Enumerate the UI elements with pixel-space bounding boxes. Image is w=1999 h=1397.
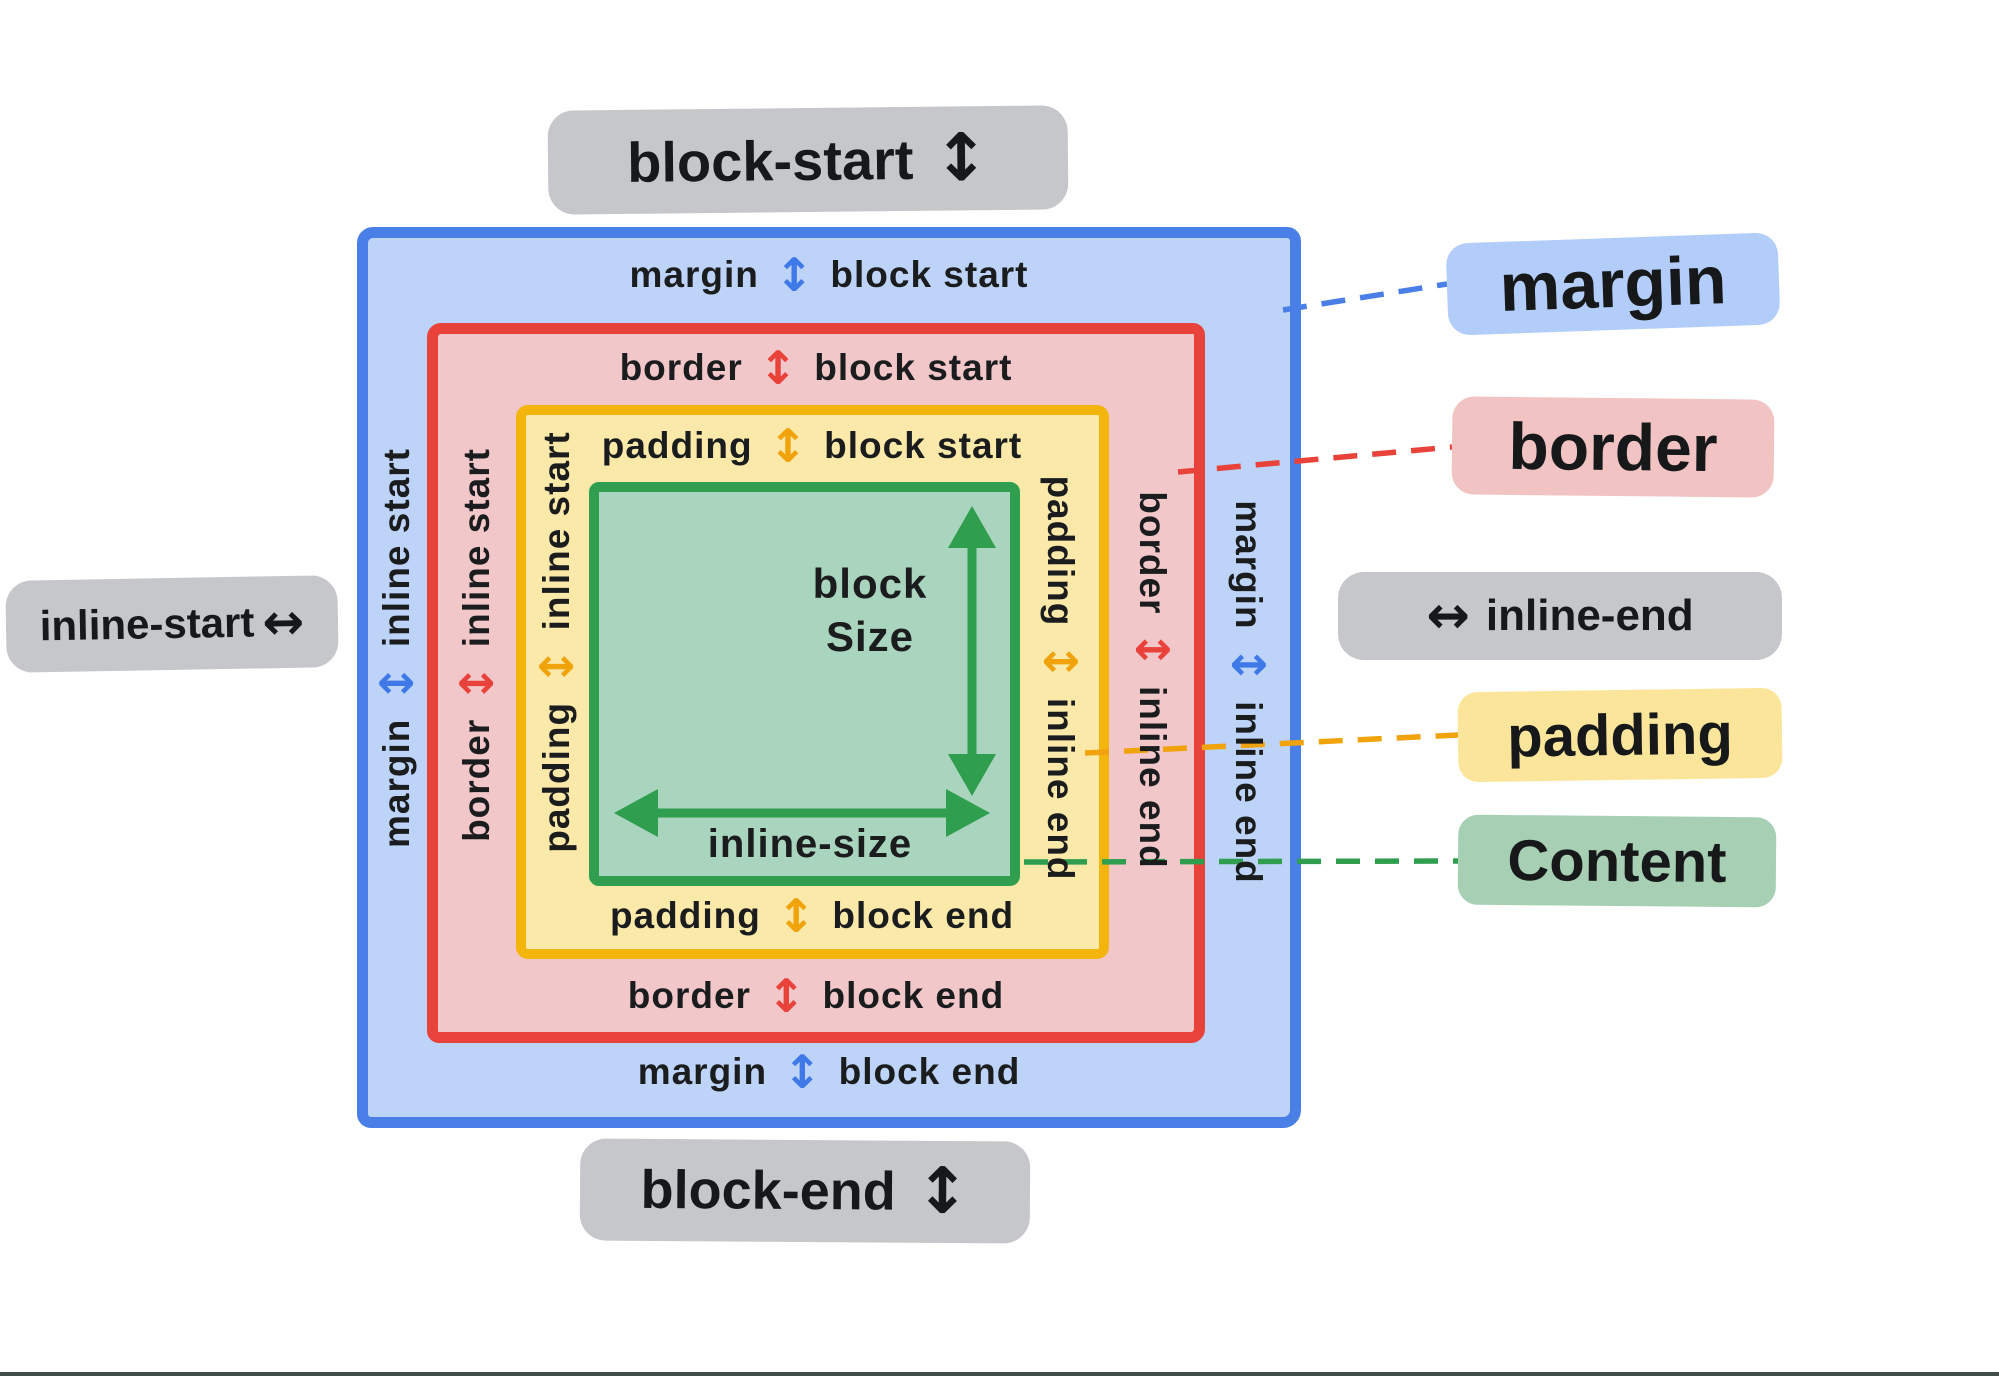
inline-size-label: inline-size <box>707 822 913 866</box>
label-border-inline-end: border ↕ inline end <box>1125 430 1179 930</box>
label-text: border <box>619 347 743 388</box>
leftright-arrow-icon: ↕ <box>1033 642 1087 682</box>
legend-border-badge: border <box>1451 396 1775 498</box>
label-text: margin <box>637 1051 768 1092</box>
block-end-badge: block-end ↕ <box>579 1138 1031 1244</box>
leftright-arrow-icon: ↔ <box>261 592 305 652</box>
label-padding-inline-start: padding ↕ inline start <box>530 392 584 892</box>
block-size-line1: block <box>812 560 928 607</box>
label-text: inline end <box>1040 697 1081 881</box>
inline-start-label: inline-start <box>39 598 255 650</box>
label-margin-block-end: margin ↕ block end <box>589 1047 1069 1097</box>
block-size-line2: Size <box>825 612 915 660</box>
block-start-label: block-start <box>626 127 914 194</box>
label-margin-inline-end: margin ↕ inline end <box>1221 442 1275 942</box>
updown-arrow-icon: ↕ <box>758 341 799 395</box>
label-text: block end <box>832 895 1015 936</box>
label-text: block end <box>838 1051 1021 1092</box>
label-text: padding <box>1040 475 1081 627</box>
padding-callout-line <box>1084 732 1459 756</box>
label-text: margin <box>376 718 417 849</box>
legend-padding-badge: padding <box>1457 687 1783 783</box>
label-text: margin <box>629 254 759 295</box>
legend-padding-label: padding <box>1506 700 1734 770</box>
label-margin-block-start: margin ↕ block start <box>589 250 1069 300</box>
updown-arrow-icon: ↕ <box>776 889 817 943</box>
bottom-divider <box>0 1372 1999 1376</box>
label-text: inline end <box>1132 686 1173 869</box>
block-size-arrow-icon <box>948 506 996 796</box>
label-text: padding <box>601 425 753 466</box>
block-size-label: block Size <box>770 558 970 663</box>
updown-arrow-icon: ↕ <box>766 969 807 1023</box>
label-text: inline start <box>376 448 417 648</box>
label-text: block start <box>830 254 1029 295</box>
content-callout-line <box>1023 858 1459 865</box>
label-text: inline start <box>536 431 577 631</box>
updown-arrow-icon: ↕ <box>933 119 990 197</box>
leftright-arrow-icon: ↔ <box>1426 586 1470 646</box>
label-text: border <box>627 975 751 1016</box>
leftright-arrow-icon: ↕ <box>450 663 504 703</box>
updown-arrow-icon: ↕ <box>768 419 809 473</box>
label-border-block-start: border ↕ block start <box>576 343 1056 393</box>
label-border-block-end: border ↕ block end <box>576 971 1056 1021</box>
legend-margin-badge: margin <box>1445 232 1781 336</box>
inline-start-badge: inline-start ↔ <box>5 575 339 673</box>
label-border-inline-start: border ↕ inline start <box>450 395 504 895</box>
label-text: inline end <box>1228 701 1269 884</box>
label-padding-inline-end: padding ↕ inline end <box>1033 428 1087 928</box>
inline-size-arrow-icon <box>614 789 990 837</box>
label-text: block start <box>814 347 1013 388</box>
block-start-badge: block-start ↕ <box>547 105 1069 215</box>
label-padding-block-end: padding ↕ block end <box>572 891 1052 941</box>
legend-margin-label: margin <box>1498 242 1728 326</box>
label-text: border <box>1132 491 1173 615</box>
leftright-arrow-icon: ↕ <box>530 646 584 686</box>
label-text: block end <box>822 975 1005 1016</box>
label-padding-block-start: padding ↕ block start <box>572 421 1052 471</box>
leftright-arrow-icon: ↕ <box>1221 645 1275 686</box>
updown-arrow-icon: ↕ <box>774 248 815 302</box>
legend-border-label: border <box>1508 408 1718 486</box>
border-callout-line <box>1177 444 1453 475</box>
label-text: block start <box>824 425 1023 466</box>
label-text: padding <box>609 895 761 936</box>
margin-callout-line <box>1282 281 1448 313</box>
label-text: inline start <box>456 448 497 648</box>
block-end-label: block-end <box>640 1159 896 1222</box>
leftright-arrow-icon: ↕ <box>1125 630 1179 671</box>
label-text: margin <box>1228 500 1269 630</box>
label-text: padding <box>536 701 577 853</box>
updown-arrow-icon: ↕ <box>783 1045 823 1099</box>
inline-end-badge: ↔ inline-end <box>1338 572 1782 660</box>
legend-content-label: Content <box>1507 827 1727 895</box>
leftright-arrow-icon: ↕ <box>370 663 424 703</box>
label-margin-inline-start: margin ↕ inline start <box>370 398 424 898</box>
legend-content-badge: Content <box>1457 814 1777 908</box>
updown-arrow-icon: ↕ <box>915 1154 970 1230</box>
inline-end-label: inline-end <box>1485 591 1694 640</box>
label-text: border <box>456 718 497 842</box>
